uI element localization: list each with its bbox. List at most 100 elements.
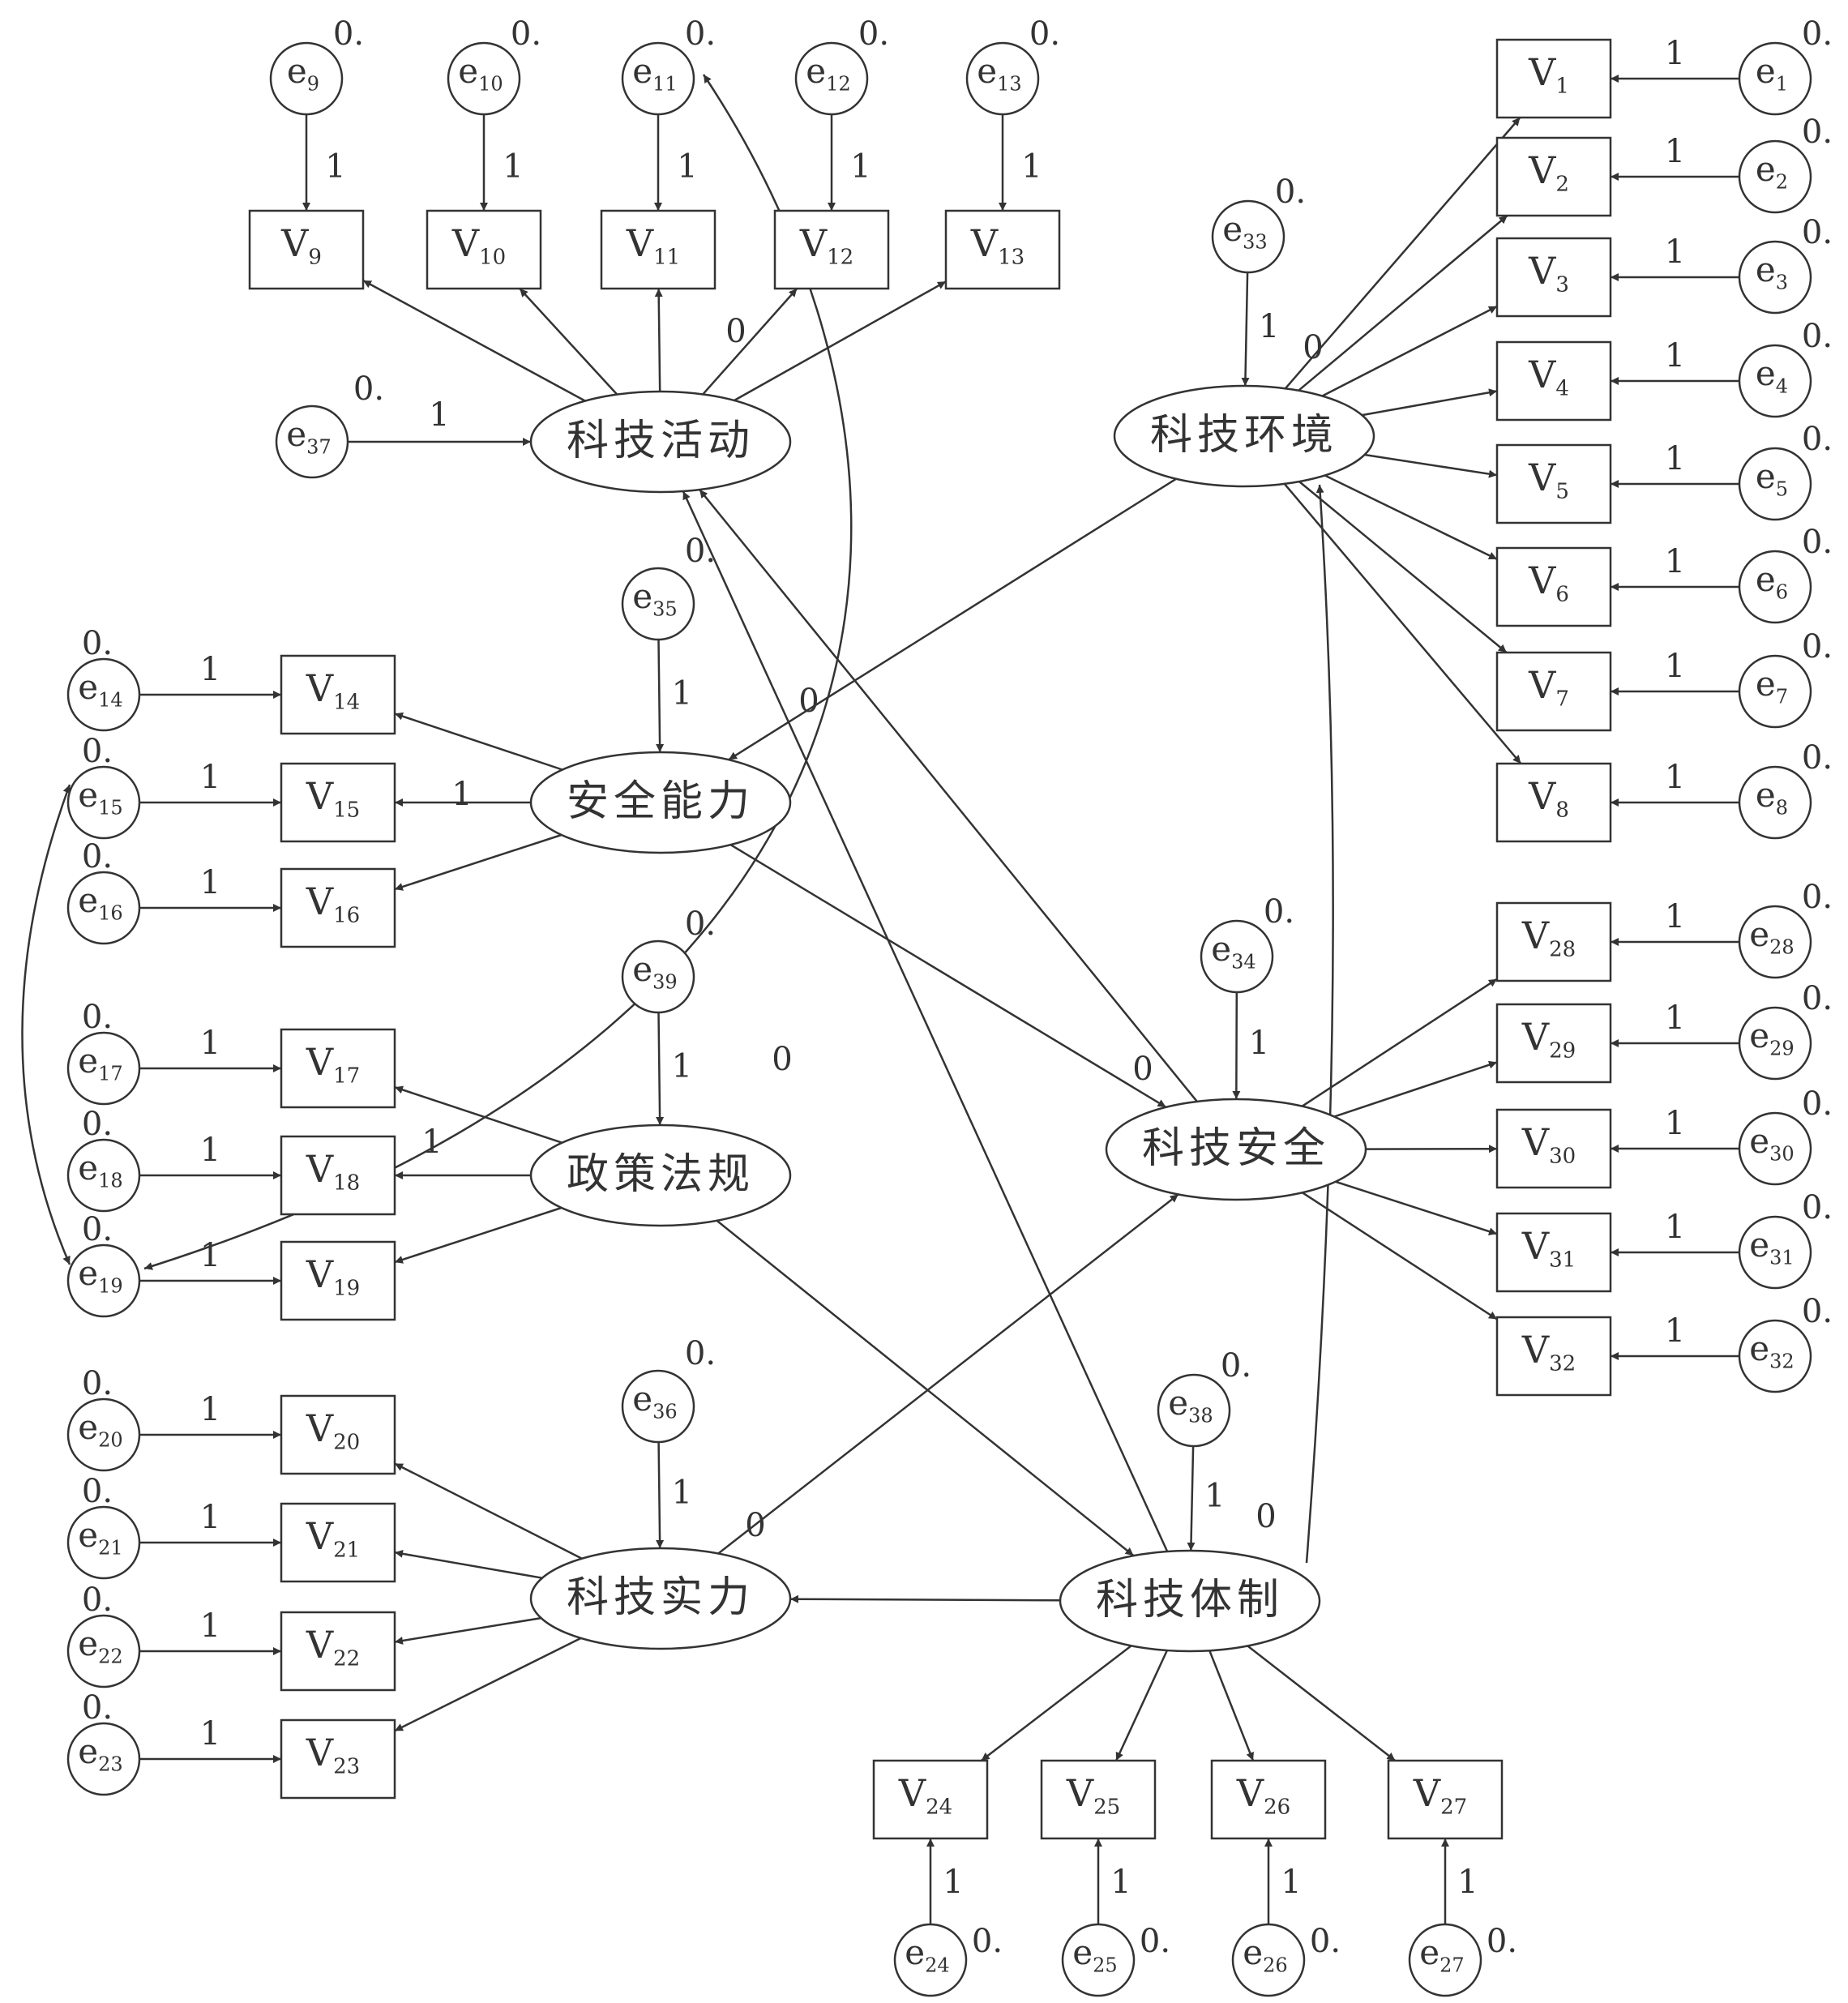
observed-box-V9: [248, 209, 365, 290]
observed-label-V11: V11: [626, 221, 680, 270]
error-label-e17: e17: [78, 1041, 122, 1085]
latent-keji_huodong: [529, 390, 792, 494]
loading-label-e35: 1: [672, 674, 692, 712]
variance-label-e18: 0.: [82, 1106, 113, 1143]
loading-label-e23: 1: [200, 1715, 220, 1753]
loading-path-keji_anquan-V32: [1302, 1192, 1498, 1320]
error-label-e4: e4: [1756, 353, 1788, 397]
loading-label-e11: 1: [677, 148, 697, 186]
error-label-e2: e2: [1756, 149, 1788, 193]
disturbance-path-e35: [656, 639, 665, 753]
loading-label-e37: 1: [429, 396, 449, 434]
variance-label-e34: 0.: [1264, 893, 1294, 931]
observed-label-V2: V2: [1528, 148, 1569, 197]
loading-label-e10: 1: [503, 148, 523, 186]
structural-path-tizhi-huanjing: [1305, 484, 1334, 1564]
loading-label-e36: 1: [672, 1474, 692, 1511]
disturbance-path-e33: [1241, 272, 1250, 387]
observed-label-V28: V28: [1521, 914, 1576, 962]
loading-label-v18: 1: [421, 1123, 442, 1161]
error-circle-e13: [965, 41, 1040, 116]
loading-label-e4: 1: [1665, 337, 1685, 374]
error-circle-e35: [621, 567, 695, 641]
error-circle-e31: [1738, 1215, 1812, 1290]
observed-label-V9: V9: [280, 221, 322, 270]
loading-label-e30: 1: [1665, 1105, 1685, 1142]
error-circle-e39: [621, 939, 695, 1014]
loading-label-e7: 1: [1665, 648, 1685, 685]
error-circle-e11: [621, 41, 695, 116]
variance-label-e2: 0.: [1802, 113, 1833, 151]
loading-path-keji_tizhi-V24: [980, 1645, 1132, 1761]
error-circle-e22: [66, 1614, 141, 1688]
observed-box-V30: [1495, 1108, 1612, 1189]
loading-path-keji_huodong-V11: [654, 288, 663, 392]
loading-path-anquan_nengli-V16: [394, 833, 563, 891]
observed-label-V14: V14: [306, 666, 360, 715]
loading-path-keji_tizhi-V27: [1247, 1645, 1397, 1761]
error-label-e9: e9: [287, 51, 319, 95]
latent-keji_huanjing: [1113, 384, 1375, 488]
error-circle-e30: [1738, 1111, 1812, 1186]
path-estimate-label-6: 0: [745, 1507, 765, 1544]
error-circle-e6: [1738, 550, 1812, 624]
error-circle-e28: [1738, 905, 1812, 979]
structural-path-shili-anquan: [717, 1193, 1179, 1555]
observed-label-V19: V19: [306, 1252, 360, 1301]
loading-path-keji_huanjing-V1: [1284, 117, 1521, 390]
error-circle-e1: [1738, 41, 1812, 116]
variance-label-e9: 0.: [333, 15, 364, 53]
error-label-e32: e32: [1749, 1329, 1794, 1372]
observed-box-V25: [1040, 1759, 1157, 1840]
variance-label-e33: 0.: [1275, 173, 1306, 211]
observed-label-V18: V18: [306, 1147, 360, 1196]
loading-path-keji_shili-V22: [394, 1616, 541, 1645]
observed-label-V16: V16: [306, 880, 360, 928]
latent-label-keji_huanjing: 科技环境: [1150, 411, 1338, 460]
loading-label-e24: 1: [943, 1864, 963, 1901]
loading-label-e28: 1: [1665, 898, 1685, 935]
error-label-e16: e16: [78, 880, 122, 924]
observed-label-V17: V17: [306, 1040, 360, 1089]
loading-label-v15: 1: [451, 776, 472, 813]
loading-label-e17: 1: [200, 1025, 220, 1062]
observed-box-V27: [1387, 1759, 1504, 1840]
covariance-e15-e19: [21, 784, 71, 1265]
loading-path-zhengce_fagui-V17: [394, 1085, 563, 1144]
loading-label-e26: 1: [1281, 1864, 1301, 1901]
paths-layer: [21, 74, 1739, 1924]
latent-keji_shili: [529, 1547, 792, 1650]
observed-label-V8: V8: [1528, 774, 1569, 823]
latent-label-keji_anquan: 科技安全: [1142, 1124, 1330, 1173]
error-label-e15: e15: [78, 775, 122, 819]
variance-label-e21: 0.: [82, 1473, 113, 1510]
loading-label-e8: 1: [1665, 759, 1685, 796]
disturbance-path-e38: [1187, 1445, 1196, 1551]
observed-box-V4: [1495, 340, 1612, 422]
loading-label-e20: 1: [200, 1391, 220, 1428]
latent-label-zhengce_fagui: 政策法规: [567, 1150, 755, 1199]
observed-box-V13: [944, 209, 1061, 290]
error-circle-e14: [66, 657, 141, 732]
error-label-e14: e14: [78, 667, 122, 711]
error-circle-e18: [66, 1138, 141, 1213]
loading-label-e1: 1: [1665, 35, 1685, 72]
structural-path-anquan-huodong: [699, 489, 1198, 1102]
variance-label-e13: 0.: [1029, 15, 1060, 53]
loading-path-keji_huodong-V12: [702, 288, 798, 396]
error-circle-e2: [1738, 139, 1812, 214]
variance-label-e6: 0.: [1802, 524, 1833, 561]
error-label-e30: e30: [1749, 1121, 1794, 1165]
variance-label-e23: 0.: [82, 1689, 113, 1727]
error-label-e31: e31: [1749, 1225, 1794, 1269]
loading-path-keji_shili-V21: [394, 1549, 543, 1579]
latent-zhengce_fagui: [529, 1123, 792, 1227]
error-circle-e7: [1738, 654, 1812, 729]
variance-label-e26: 0.: [1310, 1923, 1341, 1960]
observed-box-V18: [280, 1135, 396, 1216]
variance-label-e12: 0.: [858, 15, 889, 53]
path-estimate-label-5: 0: [1132, 1051, 1153, 1088]
loading-label-e15: 1: [200, 759, 220, 796]
loading-label-e14: 1: [200, 651, 220, 688]
